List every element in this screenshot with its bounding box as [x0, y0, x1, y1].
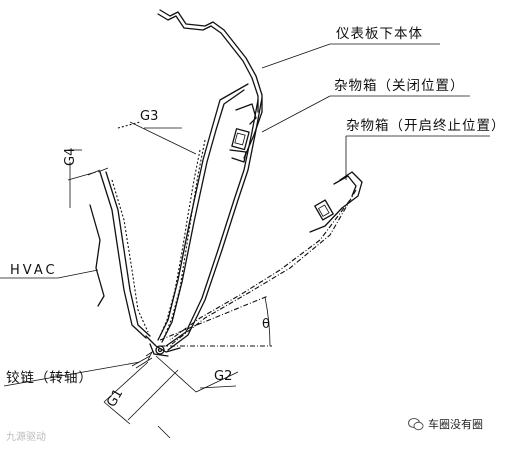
g2-dimension — [155, 355, 239, 393]
wechat-logo-icon — [408, 417, 424, 431]
ip-lower-body — [157, 9, 263, 159]
hvac-section — [87, 167, 151, 339]
label-g3: G3 — [140, 109, 158, 124]
angle-lines — [159, 295, 272, 347]
callout-leaders — [0, 43, 490, 387]
label-hvac: HVAC — [10, 263, 58, 278]
label-hinge: 铰链（转轴） — [6, 370, 93, 386]
label-glovebox-open: 杂物箱（开启终止位置） — [346, 118, 505, 134]
label-g4: G4 — [63, 148, 78, 166]
label-g2: G2 — [214, 369, 232, 384]
watermark-left: 九源驱动 — [6, 432, 46, 443]
swing-arcs — [159, 139, 206, 341]
g1-dimension — [103, 361, 179, 439]
label-glovebox-closed: 杂物箱（关闭位置） — [334, 78, 465, 94]
label-ip-lower-body: 仪表板下本体 — [336, 26, 423, 42]
hinge — [131, 335, 181, 369]
label-g1: G1 — [104, 387, 126, 410]
glovebox-closed — [157, 83, 263, 351]
g3-dimension — [117, 121, 197, 155]
glovebox-open — [169, 171, 363, 345]
label-theta: θ — [262, 317, 270, 332]
watermark-right: 车圈没有圈 — [408, 416, 483, 432]
watermark-right-text: 车圈没有圈 — [428, 418, 483, 431]
g4-dimension — [67, 149, 97, 208]
